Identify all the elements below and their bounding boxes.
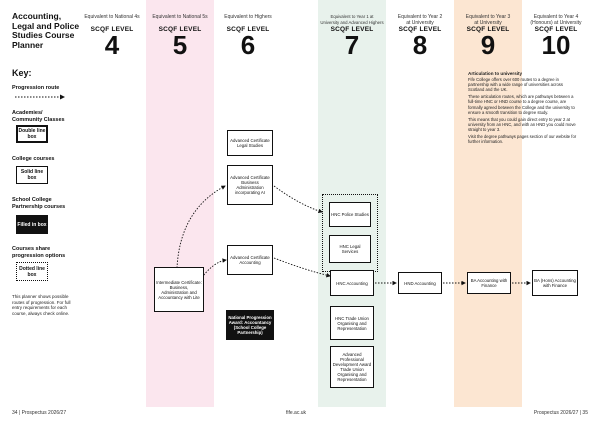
articulation-paragraph: These articulation routes, which are pat…	[468, 94, 575, 115]
level-number: 9	[480, 30, 496, 60]
level-header-6: Equivalent to Highers SCQF LEVEL 6	[214, 14, 282, 60]
footer-right: Prospectus 2026/27 | 35	[533, 410, 588, 416]
level-header-4: Equivalent to National 4s SCQF LEVEL 4	[80, 14, 144, 60]
arrow-intermediate-to-business	[176, 185, 226, 269]
level-label: SCQF LEVEL	[330, 26, 374, 33]
course-ba-hons-accounting-finance[interactable]: BA (Hons) Accounting with Finance	[532, 270, 578, 296]
articulation-paragraph: Fife College offers over 600 routes to a…	[468, 77, 563, 93]
key-filled-box: Filled in box	[16, 215, 48, 234]
course-ba-accounting-finance[interactable]: BA Accounting with Finance	[467, 272, 511, 294]
articulation-heading: Articulation to university	[468, 71, 523, 76]
footer-center[interactable]: fife.ac.uk	[286, 410, 307, 416]
level-number: 10	[541, 30, 571, 60]
course-adv-cert-legal-studies[interactable]: Advanced Certificate Legal Studies	[227, 130, 273, 156]
level-label: SCQF LEVEL	[90, 26, 134, 33]
planner-note: This planner shows possible routes of pr…	[12, 294, 71, 316]
level-header-10: Equivalent to Year 4 (Honours) at Univer…	[522, 14, 590, 60]
articulation-panel: Articulation to university Fife College …	[468, 71, 580, 146]
level-9-column-bg	[454, 0, 522, 407]
level-label: SCQF LEVEL	[158, 26, 202, 33]
key-progression-arrow	[15, 94, 65, 100]
level-5-column-bg	[146, 0, 214, 407]
level-number: 8	[412, 30, 428, 60]
level-header-9: Equivalent to Year 3 at University SCQF …	[454, 14, 522, 60]
key-title: Key:	[12, 68, 32, 78]
level-label: SCQF LEVEL	[226, 26, 270, 33]
level-header-8: Equivalent to Year 2 at University SCQF …	[386, 14, 454, 60]
level-equivalent: Equivalent to Year 2 at University	[397, 14, 443, 26]
level-equivalent: Equivalent to Year 4 (Honours) at Univer…	[530, 14, 582, 26]
arrow-accounting-to-hnc-accounting	[273, 257, 331, 278]
course-intermediate-certificate[interactable]: Intermediate Certificate: Business, Admi…	[154, 267, 204, 312]
level-number: 5	[172, 30, 188, 60]
level-header-7: Equivalent to Year 1 at University and A…	[318, 14, 386, 60]
level-number: 7	[344, 30, 360, 60]
level-label: SCQF LEVEL	[466, 26, 510, 33]
course-pda-trade-union[interactable]: Advanced Professional Development Award …	[330, 346, 374, 388]
course-hnc-trade-union[interactable]: HNC Trade Union Organising and Represent…	[330, 306, 374, 340]
page-title: Accounting, Legal and Police Studies Cou…	[12, 11, 80, 50]
footer-left: 34 | Prospectus 2026/27	[12, 410, 67, 416]
articulation-paragraph: Visit the degree pathways pages section …	[468, 134, 577, 145]
key-solid-box: Solid line box	[16, 166, 48, 184]
key-school-label: School College Partnership courses	[12, 197, 66, 210]
arrow-business-to-hnc-group	[273, 185, 323, 214]
course-hnc-accounting[interactable]: HNC Accounting	[330, 270, 374, 296]
level-equivalent: Equivalent to Year 1 at University and A…	[320, 14, 384, 25]
level-header-5: Equivalent to National 5s SCQF LEVEL 5	[146, 14, 214, 60]
level-equivalent: Equivalent to National 4s	[84, 14, 140, 20]
level-equivalent: Equivalent to Year 3 at University	[465, 14, 511, 26]
course-hnc-police-studies[interactable]: HNC Police Studies	[329, 202, 371, 227]
course-adv-cert-accounting[interactable]: Advanced Certificate Accounting	[227, 245, 273, 275]
level-equivalent: Equivalent to National 5s	[152, 14, 208, 20]
course-npa-accountancy[interactable]: National Progression Award: Accountancy …	[226, 310, 274, 340]
course-adv-cert-business-admin[interactable]: Advanced Certificate Business Administra…	[227, 165, 273, 205]
level-equivalent: Equivalent to Highers	[224, 14, 272, 20]
level-number: 4	[104, 30, 120, 60]
key-shared-label: Courses share progression options	[12, 246, 66, 259]
key-double-box: Double line box	[16, 125, 48, 143]
level-number: 6	[240, 30, 256, 60]
key-progression-label: Progression route	[12, 85, 60, 91]
level-label: SCQF LEVEL	[398, 26, 442, 33]
articulation-paragraph: This means that you could gain direct en…	[468, 116, 576, 132]
course-hnd-accounting[interactable]: HND Accounting	[398, 272, 442, 294]
course-hnc-legal-services[interactable]: HNC Legal Services	[329, 235, 371, 263]
key-college-label: College courses	[12, 156, 55, 162]
key-academies-label: Academies/ Community Classes	[12, 110, 65, 123]
key-dotted-box: Dotted line box	[16, 262, 48, 281]
level-label: SCQF LEVEL	[534, 26, 578, 33]
